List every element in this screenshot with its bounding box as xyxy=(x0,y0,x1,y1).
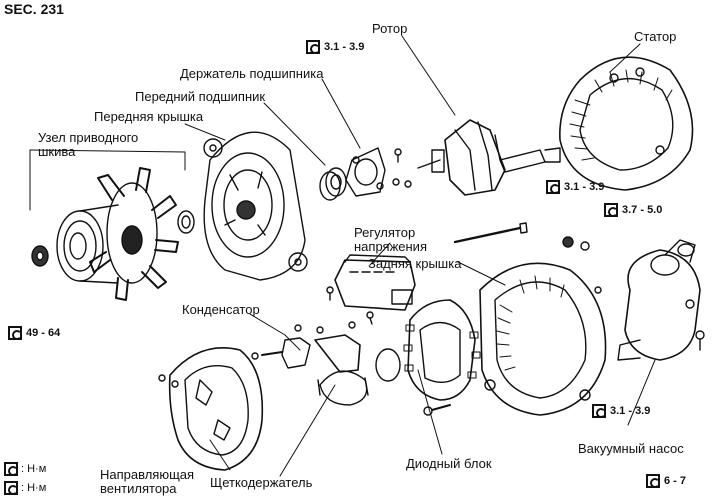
diode-block-drawing xyxy=(403,299,481,416)
label-vacuum-pump: Вакуумный насос xyxy=(578,441,684,456)
torque-rear-cover-bottom: 3.1 - 3.9 xyxy=(592,404,650,418)
legend-row-2: : Н·м xyxy=(4,481,46,495)
front-cover-drawing xyxy=(203,131,308,281)
torque-value: 3.1 - 3.9 xyxy=(564,181,605,193)
torque-pump-bottom: 6 - 7 xyxy=(646,474,686,488)
torque-vacuum-pump-top: 3.7 - 5.0 xyxy=(604,203,662,217)
rotor-drawing xyxy=(417,119,561,196)
torque-wrench-icon xyxy=(4,481,18,495)
torque-value: 6 - 7 xyxy=(664,475,687,487)
front-bearing-drawing xyxy=(319,167,347,201)
torque-wrench-icon xyxy=(306,40,320,54)
torque-wrench-icon xyxy=(604,203,618,217)
torque-wrench-icon xyxy=(8,326,22,340)
label-voltage-regulator: Регулятор напряжения xyxy=(354,225,427,254)
label-bearing-holder: Держатель подшипника xyxy=(180,66,324,81)
label-fan-guide: Направляющая вентилятора xyxy=(100,467,195,496)
section-code: SEC. 231 xyxy=(4,1,64,17)
voltage-regulator-drawing xyxy=(326,254,416,325)
capacitor-drawing xyxy=(251,324,311,369)
torque-value: 49 - 64 xyxy=(26,327,61,339)
torque-value: 3.1 - 3.9 xyxy=(324,41,365,53)
legend-unit: : Н·м xyxy=(21,463,47,475)
label-stator: Статор xyxy=(634,29,677,44)
bearing-holder-drawing xyxy=(345,147,412,197)
torque-value: 3.7 - 5.0 xyxy=(622,204,663,216)
fan-guide-drawing xyxy=(158,347,264,471)
torque-wrench-icon xyxy=(546,180,560,194)
torque-wrench-icon xyxy=(592,404,606,418)
label-front-cover: Передняя крышка xyxy=(94,109,204,124)
through-bolt-drawing xyxy=(453,222,528,244)
label-diode-block: Диодный блок xyxy=(406,456,492,471)
label-brush-holder: Щеткодержатель xyxy=(210,475,313,490)
torque-value: 3.1 - 3.9 xyxy=(610,405,651,417)
label-capacitor: Конденсатор xyxy=(182,302,260,317)
o-ring-drawing xyxy=(375,348,401,382)
label-rotor: Ротор xyxy=(372,21,408,36)
label-rear-cover: Задняя крышка xyxy=(368,256,462,271)
stator-drawing xyxy=(559,56,694,191)
label-front-bearing: Передний подшипник xyxy=(135,89,266,104)
vacuum-pump-drawing xyxy=(617,239,705,361)
label-pulley-assembly: Узел приводного шкива xyxy=(38,130,139,159)
torque-bearing-holder: 3.1 - 3.9 xyxy=(306,40,364,54)
torque-pulley-nut: 49 - 64 xyxy=(8,326,60,340)
brush-holder-drawing xyxy=(314,321,369,406)
legend-unit: : Н·м xyxy=(21,482,47,494)
torque-rotor-bolt: 3.1 - 3.9 xyxy=(546,180,604,194)
rear-cover-drawing xyxy=(479,236,607,416)
legend-row-1: : Н·м xyxy=(4,462,46,476)
pulley-assembly-drawing xyxy=(31,167,195,301)
torque-wrench-icon xyxy=(646,474,660,488)
torque-wrench-icon xyxy=(4,462,18,476)
